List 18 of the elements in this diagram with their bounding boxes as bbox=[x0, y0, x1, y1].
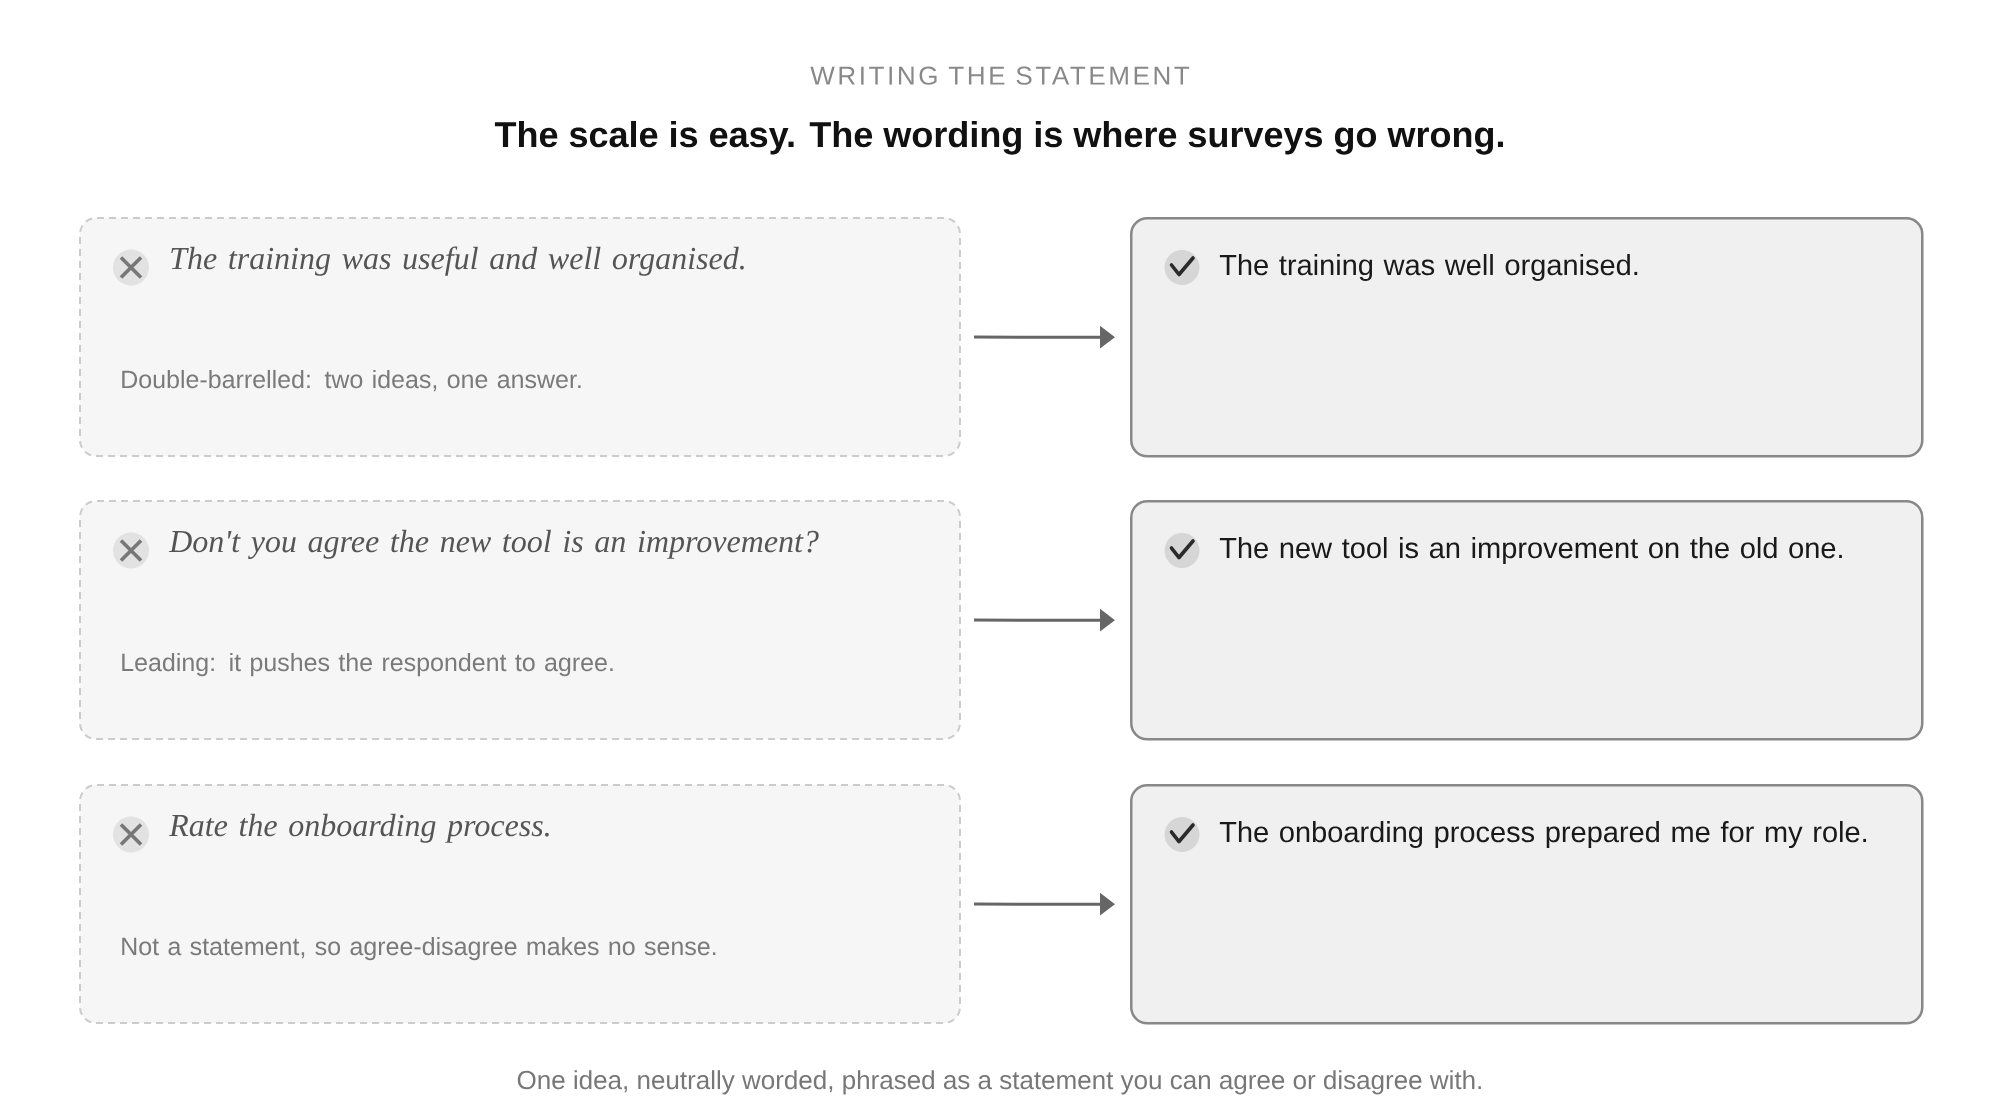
statement-card bbox=[79, 500, 961, 740]
statement-card bbox=[1130, 500, 1924, 741]
problem-note: Leading: it pushes the respondent to agree. bbox=[122, 652, 613, 677]
example-statement: The training was useful and well organised. bbox=[171, 246, 744, 276]
revised-statement: The new tool is an improvement on the old one. bbox=[1219, 537, 1842, 565]
revised-statement: The onboarding process prepared me for my role. bbox=[1219, 821, 1867, 849]
caption: One idea, neutrally worded, phrased as a statement you can agree or disagree with. bbox=[517, 1070, 1481, 1095]
statement-card bbox=[79, 217, 961, 457]
statement-card bbox=[1130, 217, 1924, 458]
statement-card bbox=[79, 784, 961, 1024]
example-statement: Rate the onboarding process. bbox=[169, 813, 549, 843]
revised-statement: The training was well organised. bbox=[1219, 254, 1638, 282]
example-statement: Don't you agree the new tool is an improvement? bbox=[168, 529, 819, 559]
problem-note: Double-barrelled: two ideas, one answer. bbox=[122, 369, 581, 392]
title: The scale is easy. The wording is where surveys go wrong. bbox=[494, 120, 1503, 155]
problem-note: Not a statement, so agree-disagree makes no sense. bbox=[122, 936, 716, 961]
statement-card bbox=[1130, 784, 1924, 1025]
section-label: WRITING THE STATEMENT bbox=[810, 66, 1190, 85]
